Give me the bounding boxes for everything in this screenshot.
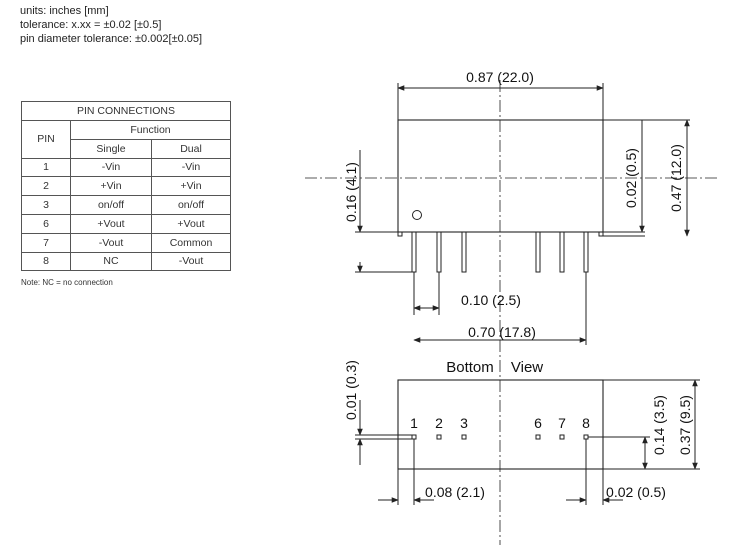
pin-label: 2 xyxy=(435,415,443,431)
pin-label: 1 xyxy=(410,415,418,431)
table-row: 8 NC -Vout xyxy=(21,251,231,272)
pad-8 xyxy=(583,434,589,440)
dual-function: -Vout xyxy=(151,251,231,272)
side-view xyxy=(305,80,720,545)
units-note: units: inches [mm] xyxy=(20,5,109,17)
bottom-view-title-right: View xyxy=(511,359,543,376)
pin-tolerance-note: pin diameter tolerance: ±0.002[±0.05] xyxy=(20,33,203,45)
dual-function: on/off xyxy=(151,195,231,215)
single-header: Single xyxy=(70,138,152,159)
pin1-marker xyxy=(412,210,422,220)
single-function: +Vin xyxy=(70,176,152,197)
nc-note: Note: NC = no connection xyxy=(21,278,113,287)
standoff-label: 0.02 (0.5) xyxy=(623,148,639,208)
pin-label: 3 xyxy=(460,415,468,431)
bottom-view xyxy=(355,379,700,505)
pin-row-offset-label: 0.14 (3.5) xyxy=(651,395,667,455)
edge-left-label: 0.08 (2.1) xyxy=(425,484,485,500)
table-row: 7 -Vout Common xyxy=(21,232,231,253)
pin-pitch-label: 0.10 (2.5) xyxy=(461,292,521,308)
pin-7 xyxy=(559,231,565,273)
length-label: 0.87 (22.0) xyxy=(466,69,534,85)
pad-7 xyxy=(559,434,565,440)
pin-2 xyxy=(436,231,442,273)
pin-label: 6 xyxy=(534,415,542,431)
spec-notes: units: inches [mm] tolerance: x.xx = ±0.… xyxy=(20,4,202,46)
pad-6 xyxy=(535,434,541,440)
pin-6 xyxy=(535,231,541,273)
pin-connections-table: PIN CONNECTIONS PIN Function Single Dual… xyxy=(21,101,231,272)
dual-function: +Vout xyxy=(151,213,231,234)
pin-label: 8 xyxy=(582,415,590,431)
pin-span-label: 0.70 (17.8) xyxy=(468,324,536,340)
bottom-view-title-left: Bottom xyxy=(446,359,494,376)
pin-3 xyxy=(461,231,467,273)
single-function: on/off xyxy=(70,195,152,215)
pad-2 xyxy=(436,434,442,440)
bottom-body xyxy=(397,379,604,470)
table-title: PIN CONNECTIONS xyxy=(21,101,231,121)
pin-offset-label: 0.01 (0.3) xyxy=(343,360,359,420)
pad-1 xyxy=(411,434,417,440)
pad-3 xyxy=(461,434,467,440)
dual-function: -Vin xyxy=(151,157,231,178)
table-row: 1 -Vin -Vin xyxy=(21,157,231,178)
standoff-right xyxy=(598,231,604,237)
dual-header: Dual xyxy=(151,138,231,159)
standoff-left xyxy=(397,231,403,237)
module-body xyxy=(397,119,604,233)
pin-8 xyxy=(583,231,589,273)
pin-length-label: 0.16 (4.1) xyxy=(343,162,359,222)
bottom-width-label: 0.37 (9.5) xyxy=(677,395,693,455)
table-row: 2 +Vin +Vin xyxy=(21,176,231,197)
pin-1 xyxy=(411,231,417,273)
height-label: 0.47 (12.0) xyxy=(668,144,684,212)
edge-right-label: 0.02 (0.5) xyxy=(606,484,666,500)
table-row: 6 +Vout +Vout xyxy=(21,213,231,234)
single-function: NC xyxy=(70,251,152,272)
pin-label: 7 xyxy=(558,415,566,431)
function-header: Function xyxy=(70,120,231,140)
single-function: +Vout xyxy=(70,213,152,234)
dual-function: Common xyxy=(151,232,231,253)
tolerance-note: tolerance: x.xx = ±0.02 [±0.5] xyxy=(20,19,162,31)
table-row: 3 on/off on/off xyxy=(21,195,231,215)
dual-function: +Vin xyxy=(151,176,231,197)
